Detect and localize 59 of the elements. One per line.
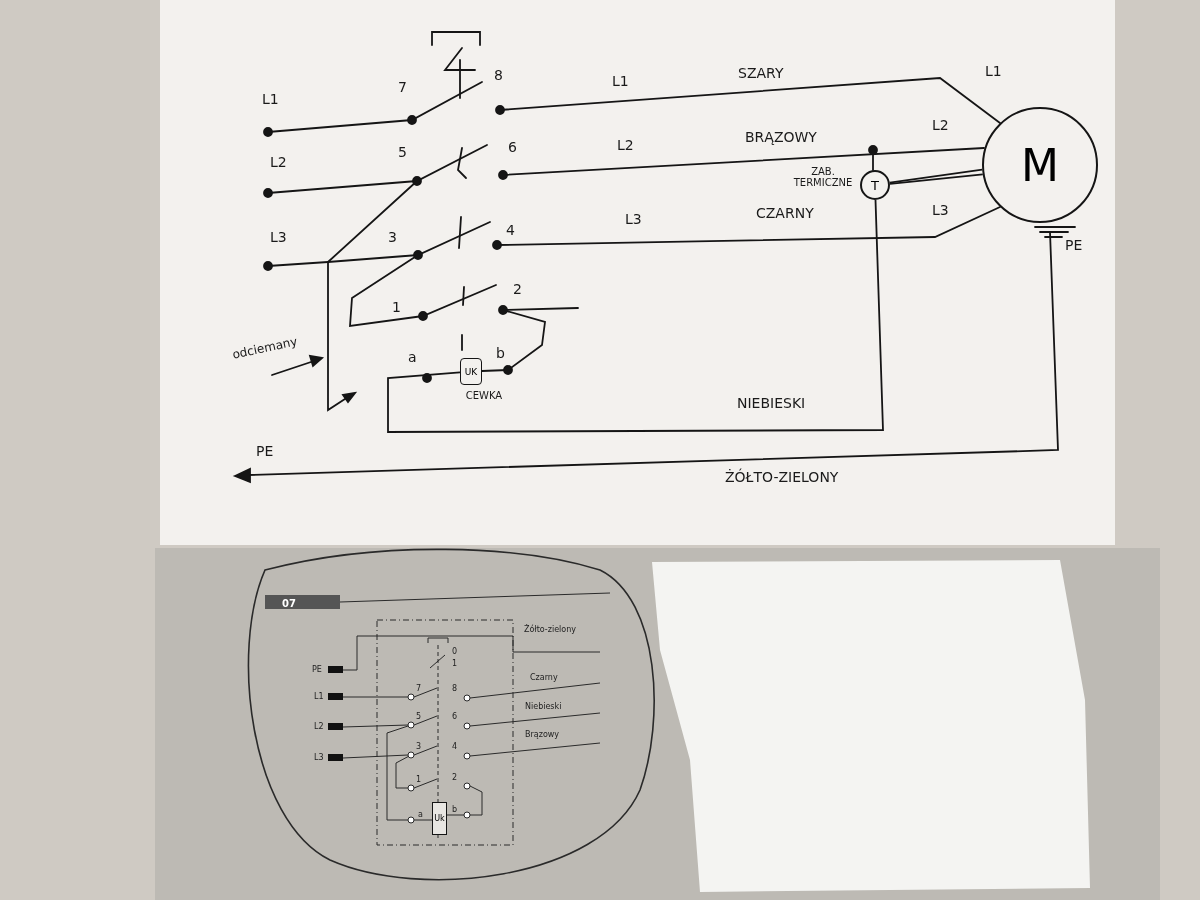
phase-label: L3 — [625, 212, 642, 228]
wire-color-label: CZARNY — [756, 206, 814, 222]
page-number: 07 — [282, 598, 296, 609]
terminal-number: 5 — [416, 713, 422, 722]
ground-label: PE — [256, 444, 274, 460]
phase-label: L2 — [617, 138, 634, 154]
coil-letters: UK — [464, 366, 478, 377]
terminal-label: L1 — [314, 693, 324, 702]
wire-color-label: SZARY — [738, 66, 784, 82]
phase-label: L3 — [932, 203, 949, 219]
ground-label: PE — [1065, 238, 1083, 254]
wire-color-label: Żółto-zielony — [524, 626, 576, 635]
terminal-number: 3 — [388, 230, 397, 246]
terminal-number: 4 — [452, 743, 458, 752]
switch-position: 0 — [452, 648, 458, 657]
protector-letter: T — [871, 177, 879, 193]
terminal-number: 7 — [398, 80, 407, 96]
terminal-label: PE — [312, 666, 322, 675]
wire-color-label: Brązowy — [525, 731, 560, 740]
terminal-number: 4 — [506, 223, 515, 239]
terminal-number: 7 — [416, 685, 422, 694]
terminal-label: L3 — [314, 754, 324, 763]
phase-label: L1 — [612, 74, 629, 90]
wire-color-label: Czarny — [530, 674, 558, 683]
phase-label: L3 — [270, 230, 287, 246]
phase-label: L1 — [262, 92, 279, 108]
terminal-number: 5 — [398, 145, 407, 161]
terminal-number: a — [418, 811, 423, 820]
phase-label: L2 — [932, 118, 949, 134]
terminal-number: b — [452, 806, 458, 815]
terminal-number: 3 — [416, 743, 422, 752]
motor-symbol — [982, 107, 1098, 223]
note-text: odciemany — [231, 335, 299, 362]
wire-color-label: BRĄZOWY — [745, 130, 817, 146]
coil-letters: Uk — [434, 814, 445, 823]
terminal-number: a — [408, 350, 417, 366]
coil-symbol — [460, 358, 482, 385]
phase-label: L1 — [985, 64, 1002, 80]
motor-letter: M — [1021, 139, 1059, 191]
terminal-number: b — [496, 346, 505, 362]
phase-label: L2 — [270, 155, 287, 171]
terminal-number: 8 — [494, 68, 503, 84]
wire-color-label: Niebieski — [525, 703, 562, 712]
terminal-number: 6 — [508, 140, 517, 156]
switch-position: 1 — [452, 660, 458, 669]
terminal-number: 2 — [452, 774, 458, 783]
wire — [387, 199, 884, 433]
wire-color-label: ŻÓŁTO-ZIELONY — [725, 470, 839, 486]
wire — [888, 168, 984, 184]
wire — [889, 173, 984, 185]
terminal-number: 1 — [416, 776, 422, 785]
coil-symbol — [432, 802, 447, 835]
terminal-number: 2 — [513, 282, 522, 298]
terminal-number: 1 — [392, 300, 401, 316]
component-caption: ZAB. TERMICZNE — [792, 166, 854, 188]
component-caption: CEWKA — [464, 390, 504, 401]
terminal-number: 8 — [452, 685, 458, 694]
terminal-number: 6 — [452, 713, 458, 722]
terminal-label: L2 — [314, 723, 324, 732]
